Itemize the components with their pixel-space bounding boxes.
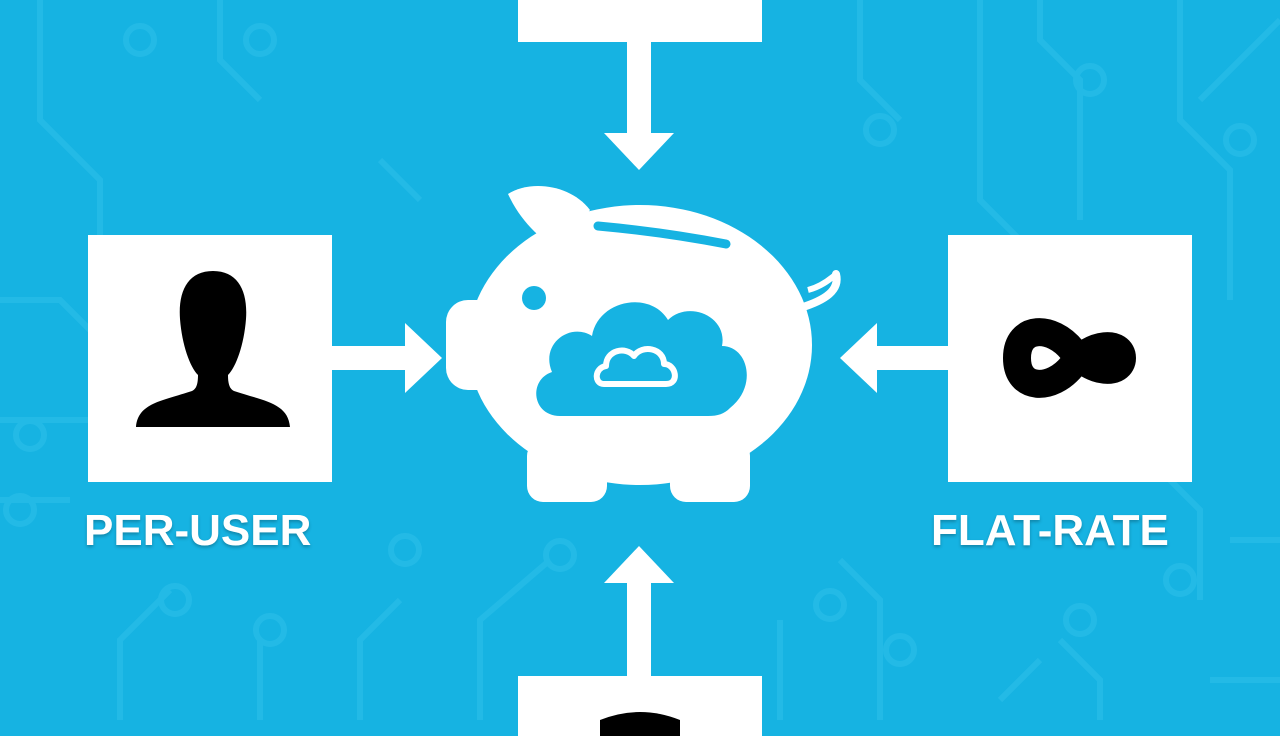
piggy-bank-cloud-icon bbox=[446, 186, 841, 502]
circuit-background bbox=[0, 0, 1280, 720]
flat-rate-label: FLAT-RATE bbox=[931, 506, 1169, 555]
flat-rate-card bbox=[948, 235, 1192, 482]
infinity-icon bbox=[1002, 318, 1137, 398]
per-user-card bbox=[88, 235, 332, 482]
top-card bbox=[518, 0, 762, 42]
user-icon bbox=[136, 271, 290, 427]
per-user-label: PER-USER bbox=[84, 506, 312, 555]
